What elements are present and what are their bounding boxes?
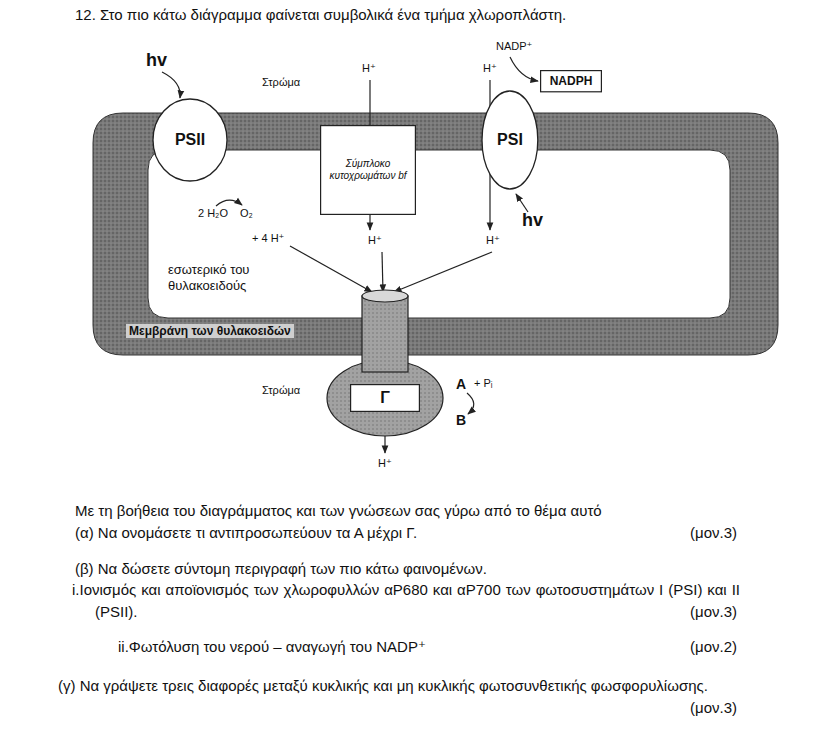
box-outline: [541, 70, 602, 91]
question-text: ii.Φωτόλυση του νερού – αναγωγή του NADP…: [118, 636, 426, 658]
atp-synthase-channel: [362, 290, 408, 302]
box-outline: [351, 385, 420, 412]
callout-letter: A: [456, 376, 466, 393]
light-label: hv: [146, 50, 167, 72]
proton-line: [369, 80, 370, 126]
reduction-arrow: [510, 57, 538, 81]
node-label: Σύμπλοκο κυτοχρωμάτων bf: [328, 158, 408, 182]
nadph-box: NADPH: [540, 70, 602, 92]
proton-label: H⁺: [362, 62, 376, 75]
molecule-label: O₂: [240, 207, 253, 220]
callout-letter: B: [456, 412, 466, 429]
molecule-label: 2 H₂O: [198, 207, 228, 220]
mark-label: (μον.3): [690, 697, 737, 719]
mark-label: (μον.3): [690, 522, 737, 544]
photosystem-ellipse: PSII: [152, 98, 228, 182]
ellipse-outline: [482, 91, 538, 189]
question-title: 12. Στο πιο κάτω διάγραμμα φαίνεται συμβ…: [75, 6, 566, 24]
membrane-label: Μεμβράνη των θυλακοειδών: [126, 324, 294, 338]
box-outline: [321, 126, 416, 215]
photosystem-ellipse: PSI: [481, 90, 539, 190]
proton-arrow: [290, 246, 372, 292]
node-label: PSII: [175, 130, 205, 149]
atp-synthase-box: Γ: [350, 384, 420, 412]
atp-synthase-stalk: [362, 296, 408, 372]
mark-label: (μον.2): [690, 636, 737, 658]
light-label: hv: [522, 210, 543, 232]
proton-label: H⁺: [483, 62, 497, 75]
region-label: Στρώμα: [262, 384, 300, 397]
node-label: PSI: [497, 130, 523, 149]
question-text: i.Ιονισμός και αποϊονισμός των χλωροφυλλ…: [95, 579, 740, 623]
photolysis-arrow: [216, 200, 242, 206]
proton-label: H⁺: [368, 234, 382, 247]
ellipse-outline: [153, 99, 227, 181]
question-text: (α) Να ονομάσετε τι αντιπροσωπεύουν τα Α…: [75, 522, 417, 544]
phosphorylation-arrow: [467, 393, 474, 414]
molecule-label: NADP⁺: [496, 40, 532, 53]
proton-arrow: [382, 252, 383, 292]
proton-label: + 4 H⁺: [252, 232, 284, 245]
proton-label: H⁺: [378, 457, 392, 470]
node-label: Γ: [380, 388, 390, 407]
question-text: (β) Να δώσετε σύντομη περιγραφή των πιο …: [75, 558, 487, 580]
region-label: εσωτερικό του θυλακοειδούς: [168, 262, 298, 293]
proton-arrow: [369, 214, 370, 230]
proton-label: H⁺: [486, 234, 500, 247]
light-arrow: [162, 72, 180, 98]
molecule-label: + Pᵢ: [474, 377, 493, 390]
light-arrow: [516, 194, 528, 212]
cytochrome-box: Σύμπλοκο κυτοχρωμάτων bf: [320, 125, 416, 215]
region-label: Στρώμα: [262, 76, 300, 89]
question-text: (γ) Να γράψετε τρεις διαφορές μεταξύ κυκ…: [75, 675, 715, 697]
mark-label: (μον.3): [690, 601, 737, 623]
proton-arrow: [394, 252, 492, 292]
question-text: Με τη βοήθεια του διαγράμματος και των γ…: [75, 500, 602, 522]
node-label: NADPH: [550, 74, 593, 88]
